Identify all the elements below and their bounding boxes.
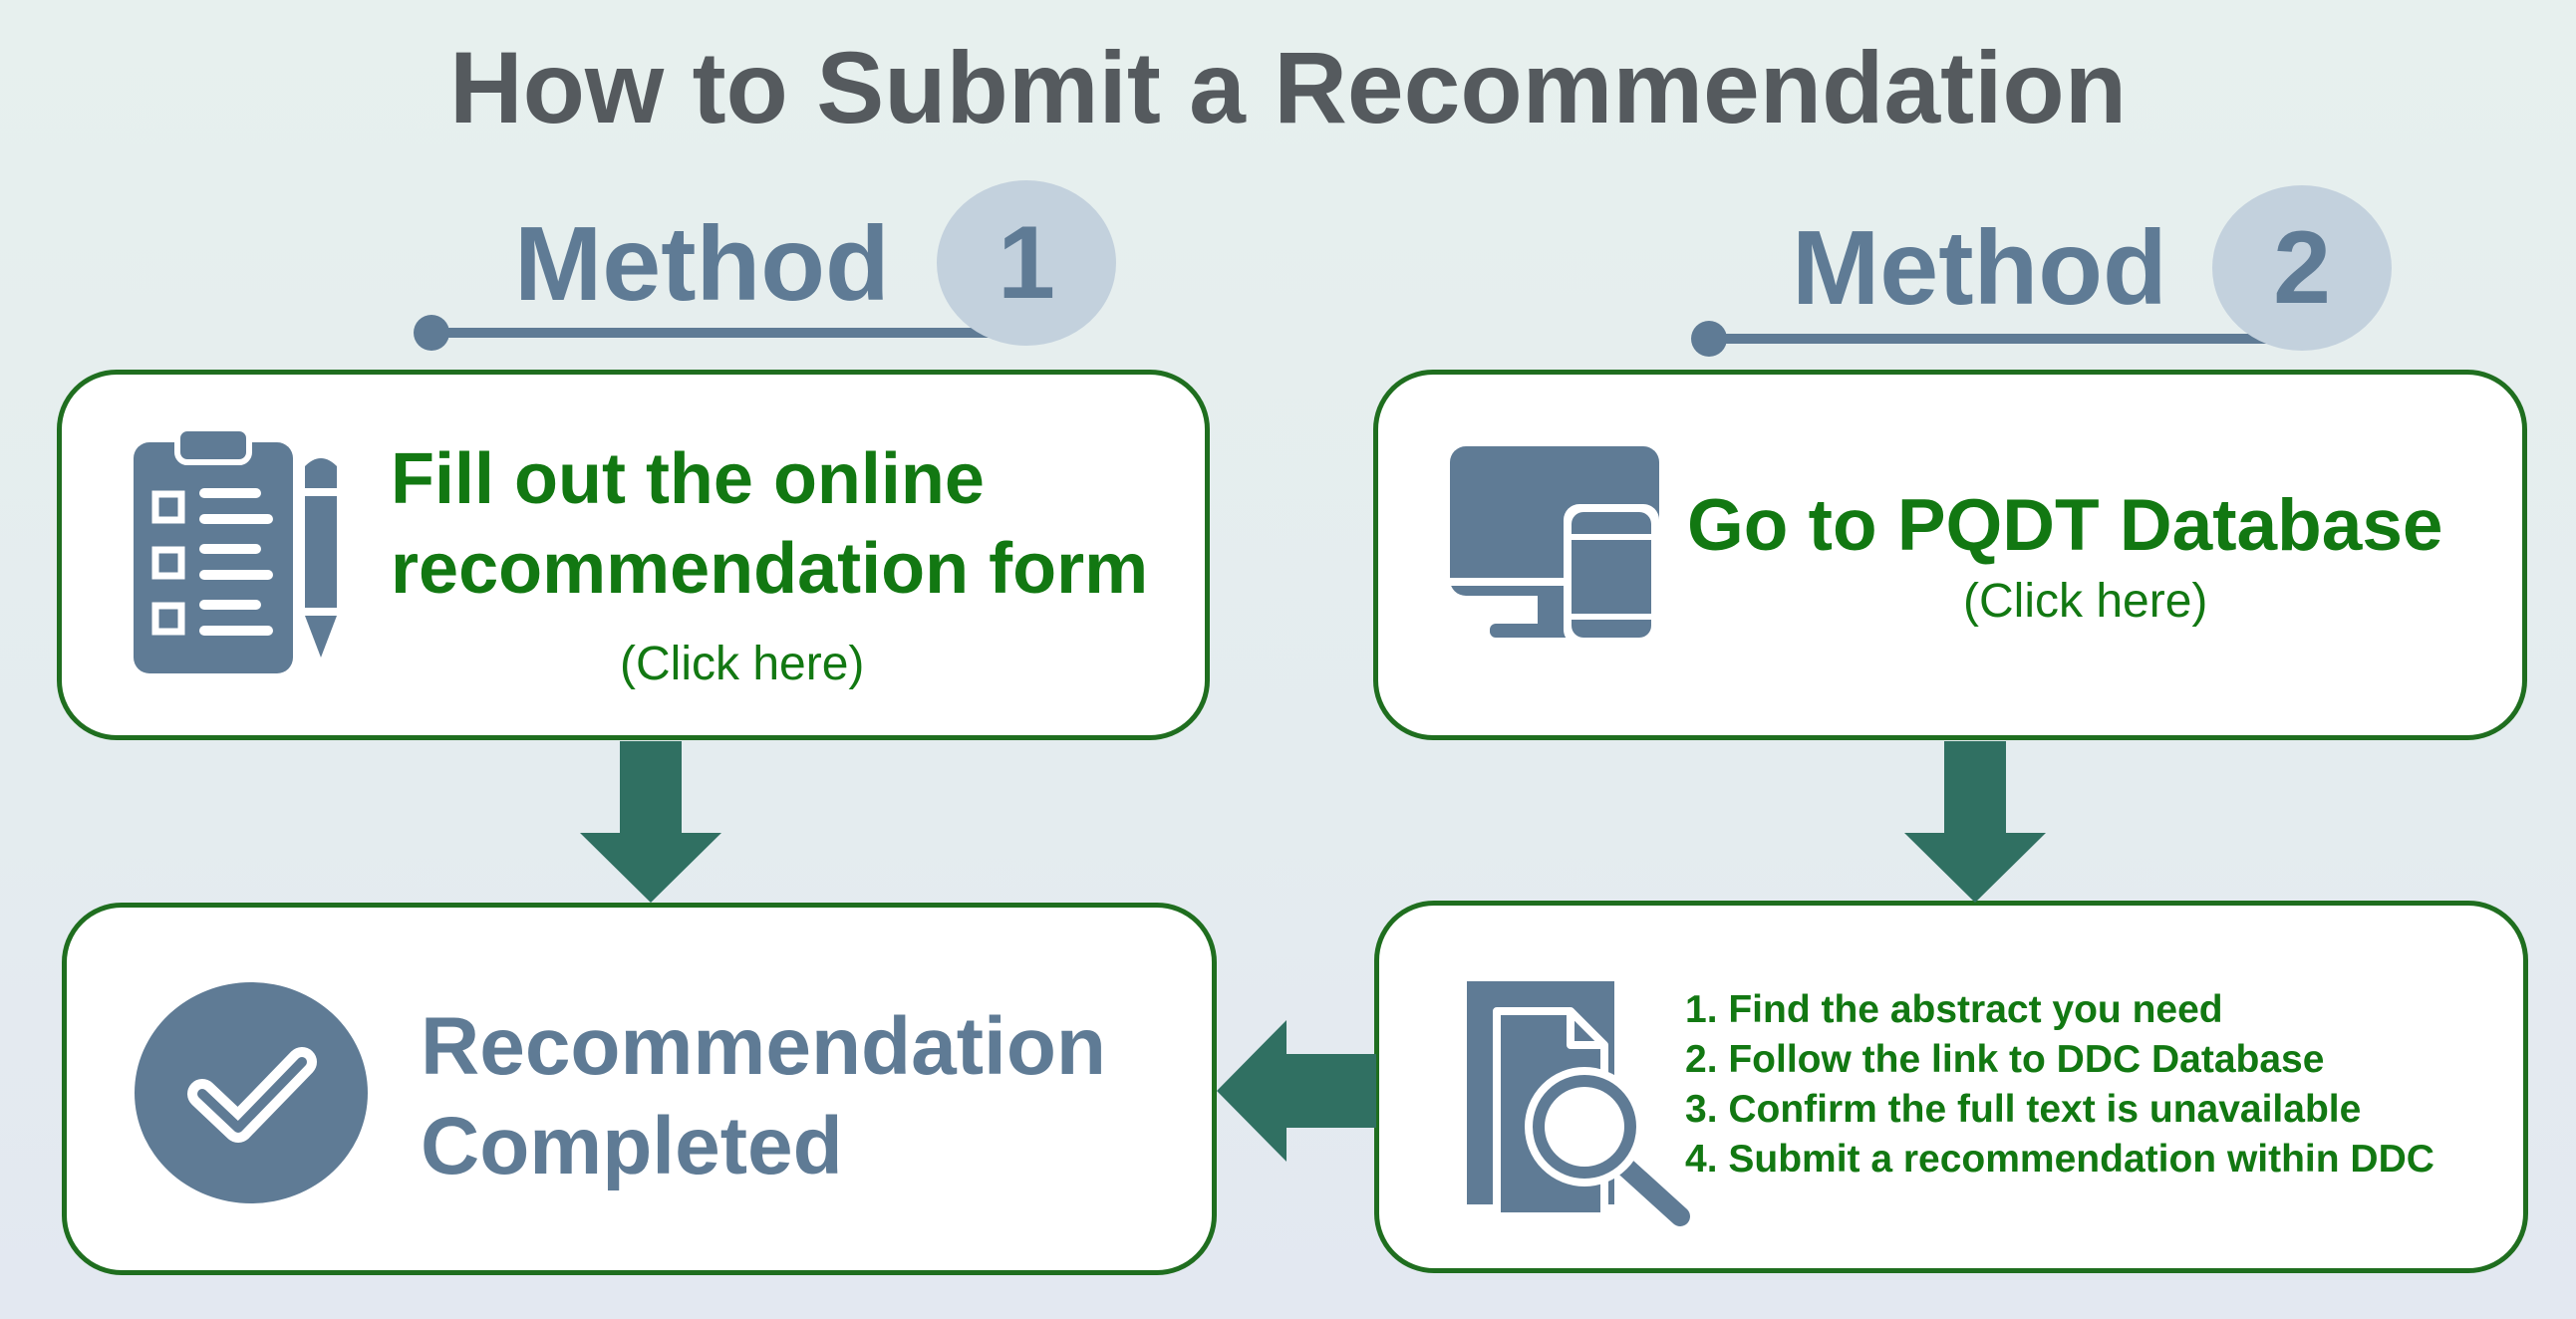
online-form-heading-line-2: recommendation form [391,529,1149,609]
arrow-down-method-2 [1904,741,2046,903]
check-circle-icon [135,982,368,1203]
online-form-card[interactable]: Fill out the online recommendation form … [57,370,1210,740]
method-1-number-badge: 1 [937,180,1116,346]
method-1-underline [429,328,1006,338]
step-item: 2. Follow the link to DDC Database [1685,1038,2325,1081]
ddc-steps-card: 1. Find the abstract you need 2. Follow … [1374,901,2528,1273]
method-2-line-dot [1691,321,1727,357]
method-2-label: Method [1792,209,2167,327]
method-1-label: Method [514,205,890,323]
arrow-down-method-1 [580,741,721,903]
step-item: 4. Submit a recommendation within DDC [1685,1138,2434,1181]
method-2-underline [1706,334,2284,344]
document-search-icon [1467,981,1696,1231]
pqdt-database-click-here-link[interactable]: (Click here) [1963,575,2208,628]
step-item: 3. Confirm the full text is unavailable [1685,1088,2362,1131]
completed-line-1: Recommendation [421,1001,1106,1092]
completed-line-2: Completed [421,1101,843,1191]
monitor-phone-icon [1450,446,1661,646]
pqdt-database-heading: Go to PQDT Database [1687,485,2443,566]
arrow-left-to-completed [1217,1020,1376,1162]
online-form-heading-line-1: Fill out the online [391,439,985,519]
ddc-steps-list: 1. Find the abstract you need 2. Follow … [1685,985,2434,1185]
pqdt-database-card[interactable]: Go to PQDT Database (Click here) [1373,370,2527,740]
recommendation-completed-card: Recommendation Completed [62,903,1217,1275]
online-form-click-here-link[interactable]: (Click here) [620,638,865,690]
method-2-number-badge: 2 [2212,185,2392,351]
method-1-line-dot [414,315,449,351]
page-title: How to Submit a Recommendation [448,31,2128,144]
step-item: 1. Find the abstract you need [1685,988,2223,1031]
clipboard-checklist-pencil-icon [134,425,353,673]
